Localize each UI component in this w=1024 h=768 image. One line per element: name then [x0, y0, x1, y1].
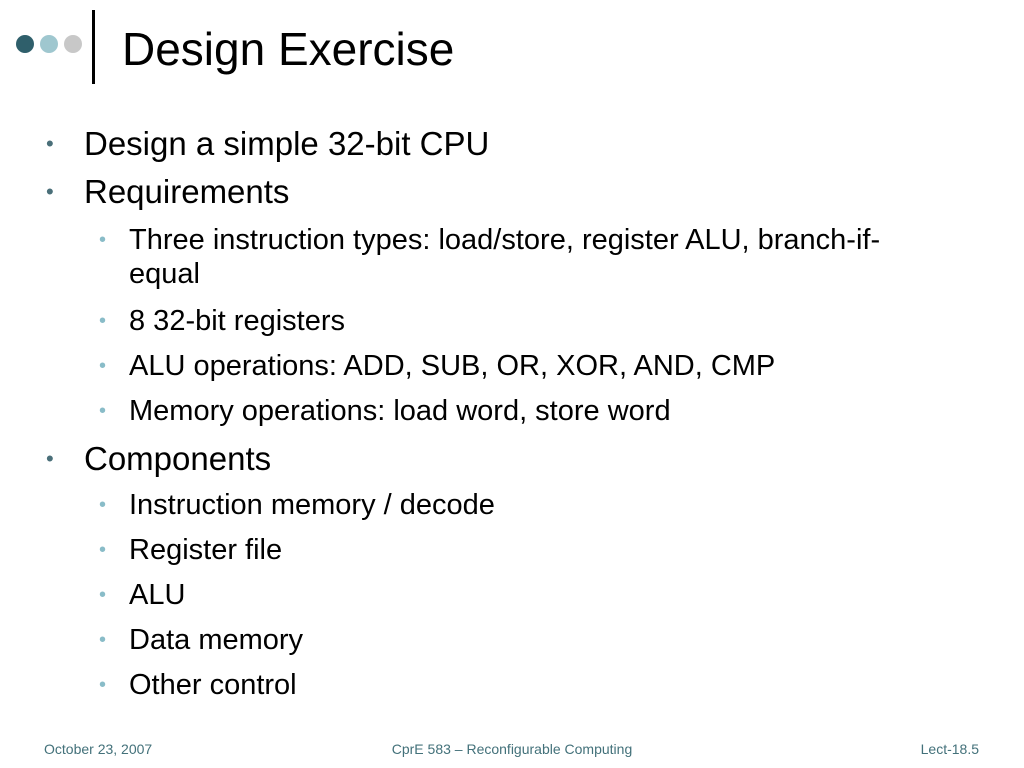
sub-bullet-marker: • — [99, 584, 107, 606]
sub-bullet-marker: • — [99, 400, 107, 422]
dark-teal-dot — [16, 35, 34, 53]
sub-bullet-text: Data memory — [129, 624, 304, 656]
bullet-text: Requirements — [84, 173, 290, 210]
sub-bullet-marker: • — [99, 494, 107, 516]
footer-date: October 23, 2007 — [44, 741, 153, 757]
bullet-marker: • — [46, 131, 54, 156]
sub-bullet-item: • ALU — [99, 578, 919, 612]
footer-page-number: Lect-18.5 — [920, 741, 979, 757]
bullet-marker: • — [46, 446, 54, 471]
bullet-text: Components — [84, 440, 272, 477]
sub-bullet-marker: • — [99, 539, 107, 561]
light-teal-dot — [40, 35, 58, 53]
sub-bullet-item: • Memory operations: load word, store wo… — [99, 394, 919, 428]
sub-bullet-text: Instruction memory / decode — [129, 489, 495, 521]
bullet-text: Design a simple 32-bit CPU — [84, 125, 490, 162]
sub-bullet-marker: • — [99, 674, 107, 696]
bullet-marker: • — [46, 179, 54, 204]
sub-bullet-marker: • — [99, 229, 107, 251]
sub-bullet-text: Register file — [129, 534, 283, 566]
sub-bullet-text: Other control — [129, 669, 297, 701]
sub-bullet-item: • ALU operations: ADD, SUB, OR, XOR, AND… — [99, 349, 919, 383]
title-decoration-dots — [16, 34, 88, 54]
sub-bullet-item: • Instruction memory / decode — [99, 488, 919, 522]
sub-bullet-marker: • — [99, 310, 107, 332]
sub-bullet-text: ALU operations: ADD, SUB, OR, XOR, AND, … — [129, 350, 776, 382]
sub-bullet-item: • 8 32-bit registers — [99, 304, 919, 338]
sub-bullet-item: • Other control — [99, 668, 919, 702]
bullet-item: • Components — [46, 439, 272, 479]
sub-bullet-text: Memory operations: load word, store word — [129, 395, 671, 427]
sub-bullet-item: • Register file — [99, 533, 919, 567]
sub-bullet-text: 8 32-bit registers — [129, 305, 345, 337]
bullet-item: • Requirements — [46, 172, 290, 212]
title-vertical-rule — [92, 10, 95, 84]
sub-bullet-item: • Data memory — [99, 623, 919, 657]
sub-bullet-item: • Three instruction types: load/store, r… — [99, 223, 919, 291]
footer-course-title: CprE 583 – Reconfigurable Computing — [391, 741, 633, 757]
gray-dot — [64, 35, 82, 53]
sub-bullet-text: ALU — [129, 579, 186, 611]
sub-bullet-text: Three instruction types: load/store, reg… — [129, 224, 881, 290]
sub-bullet-marker: • — [99, 355, 107, 377]
sub-bullet-marker: • — [99, 629, 107, 651]
bullet-item: • Design a simple 32-bit CPU — [46, 124, 490, 164]
slide-title: Design Exercise — [122, 23, 455, 75]
